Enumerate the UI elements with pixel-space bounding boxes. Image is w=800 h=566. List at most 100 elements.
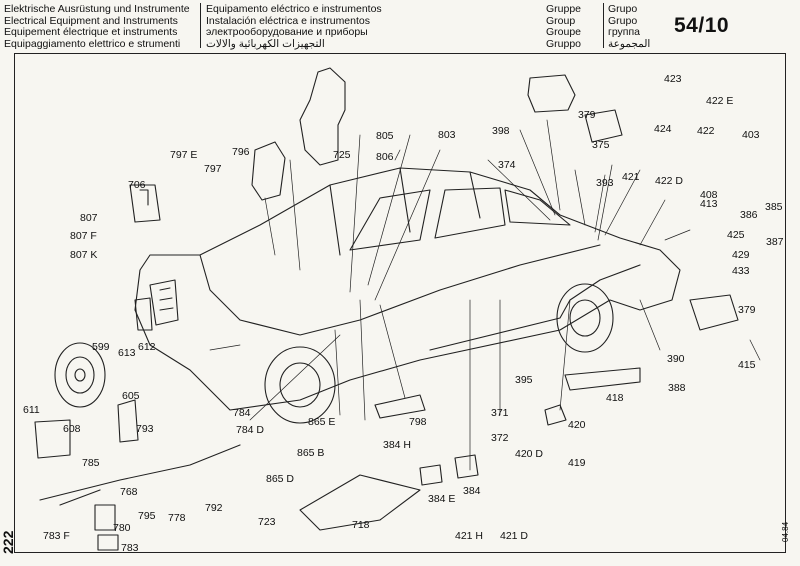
part-label: 865 D <box>266 473 295 485</box>
header-divider <box>200 3 201 48</box>
part-label: 403 <box>742 129 760 141</box>
header-column-4: Grupo Grupo группа المجموعة <box>608 3 651 50</box>
part-label: 793 <box>136 423 154 435</box>
part-718 <box>299 474 421 531</box>
part-379-top <box>527 74 576 113</box>
part-label: 605 <box>122 390 140 402</box>
part-label: 419 <box>568 457 586 469</box>
title-en: Electrical Equipment and Instruments <box>4 14 178 27</box>
header-column-1: Elektrische Ausrüstung und Instrumente E… <box>4 3 190 50</box>
part-label: 398 <box>492 125 510 137</box>
car-body-outline <box>134 167 681 411</box>
part-label: 807 K <box>70 249 98 261</box>
part-label: 797 E <box>170 149 198 161</box>
part-label: 421 <box>622 171 640 183</box>
part-label: 379 <box>578 109 596 121</box>
part-label: 807 <box>80 212 98 224</box>
part-label: 792 <box>205 502 223 514</box>
part-label: 613 <box>118 347 136 359</box>
part-label: 599 <box>92 341 110 353</box>
group-de: Gruppe <box>546 3 582 15</box>
group-en: Group <box>546 14 576 27</box>
part-label: 420 D <box>515 448 544 460</box>
part-label: 795 <box>138 510 156 522</box>
part-label: 797 <box>204 163 222 175</box>
part-label: 372 <box>491 432 509 444</box>
title-de: Elektrische Ausrüstung und Instrumente <box>4 3 190 15</box>
part-375 <box>584 109 623 143</box>
diagram-frame <box>14 53 786 553</box>
alternator <box>54 342 106 408</box>
part-384 <box>419 454 479 486</box>
part-796 <box>251 141 286 201</box>
part-label: 421 D <box>500 530 529 542</box>
part-label: 723 <box>258 516 276 528</box>
part-label: 425 <box>727 229 745 241</box>
part-label: 386 <box>740 209 758 221</box>
part-label: 807 F <box>70 230 97 242</box>
part-label: 408 <box>700 189 718 201</box>
date-code: 04.84 <box>781 521 790 542</box>
part-label: 783 <box>121 542 139 554</box>
group-number: 54/10 <box>674 14 730 37</box>
group-fr: Groupe <box>546 26 582 39</box>
car-grille <box>149 279 179 326</box>
part-label: 384 <box>463 485 481 497</box>
part-label: 865 B <box>297 447 325 459</box>
part-608 <box>34 419 71 459</box>
part-label: 421 H <box>455 530 484 542</box>
part-label: 390 <box>667 353 685 365</box>
front-wheel <box>264 346 336 424</box>
group-es: Grupo <box>608 14 638 27</box>
part-label: 783 F <box>43 530 70 542</box>
part-label: 375 <box>592 139 610 151</box>
part-label: 384 E <box>428 493 456 505</box>
part-label: 423 <box>664 73 682 85</box>
page-number: 222 <box>0 530 16 554</box>
part-label: 796 <box>232 146 250 158</box>
part-label: 725 <box>333 149 351 161</box>
part-label: 384 H <box>383 439 412 451</box>
part-label: 706 <box>128 179 146 191</box>
part-725 <box>299 67 346 166</box>
part-label: 784 <box>233 407 251 419</box>
part-label: 784 D <box>236 424 265 436</box>
part-label: 803 <box>438 129 456 141</box>
part-label: 385 <box>765 201 783 213</box>
part-label: 388 <box>668 382 686 394</box>
part-780 <box>94 504 119 551</box>
part-label: 387 <box>766 236 784 248</box>
part-label: 612 <box>138 341 156 353</box>
part-label: 379 <box>738 304 756 316</box>
part-label: 395 <box>515 374 533 386</box>
title-es: Instalación eléctrica e instrumentos <box>206 14 370 27</box>
part-label: 611 <box>23 404 40 416</box>
part-label: 418 <box>606 392 624 404</box>
part-label: 798 <box>409 416 427 428</box>
part-label: 374 <box>498 159 516 171</box>
part-label: 778 <box>168 512 186 524</box>
part-label: 806 <box>376 151 394 163</box>
part-label: 422 <box>697 125 715 137</box>
group-ar: المجموعة <box>608 37 651 50</box>
part-label: 420 <box>568 419 586 431</box>
title-fr: Equipement électrique et instruments <box>4 26 178 39</box>
part-label: 785 <box>82 457 100 469</box>
part-label: 393 <box>596 177 614 189</box>
part-label: 415 <box>738 359 756 371</box>
part-label: 718 <box>352 519 370 531</box>
part-label: 768 <box>120 486 138 498</box>
title-it: Equipaggiamento elettrico e strumenti <box>4 37 181 50</box>
header-column-3: Gruppe Group Groupe Gruppo <box>546 3 582 50</box>
part-793 <box>117 399 139 443</box>
group-ru: группа <box>608 26 641 39</box>
title-ru: электрооборудование и приборы <box>206 26 368 39</box>
part-420 <box>544 404 567 426</box>
part-label: 424 <box>654 123 672 135</box>
part-798 <box>374 394 426 419</box>
part-418 <box>564 367 641 391</box>
part-label: 422 E <box>706 95 734 107</box>
header-divider-2 <box>603 3 604 48</box>
